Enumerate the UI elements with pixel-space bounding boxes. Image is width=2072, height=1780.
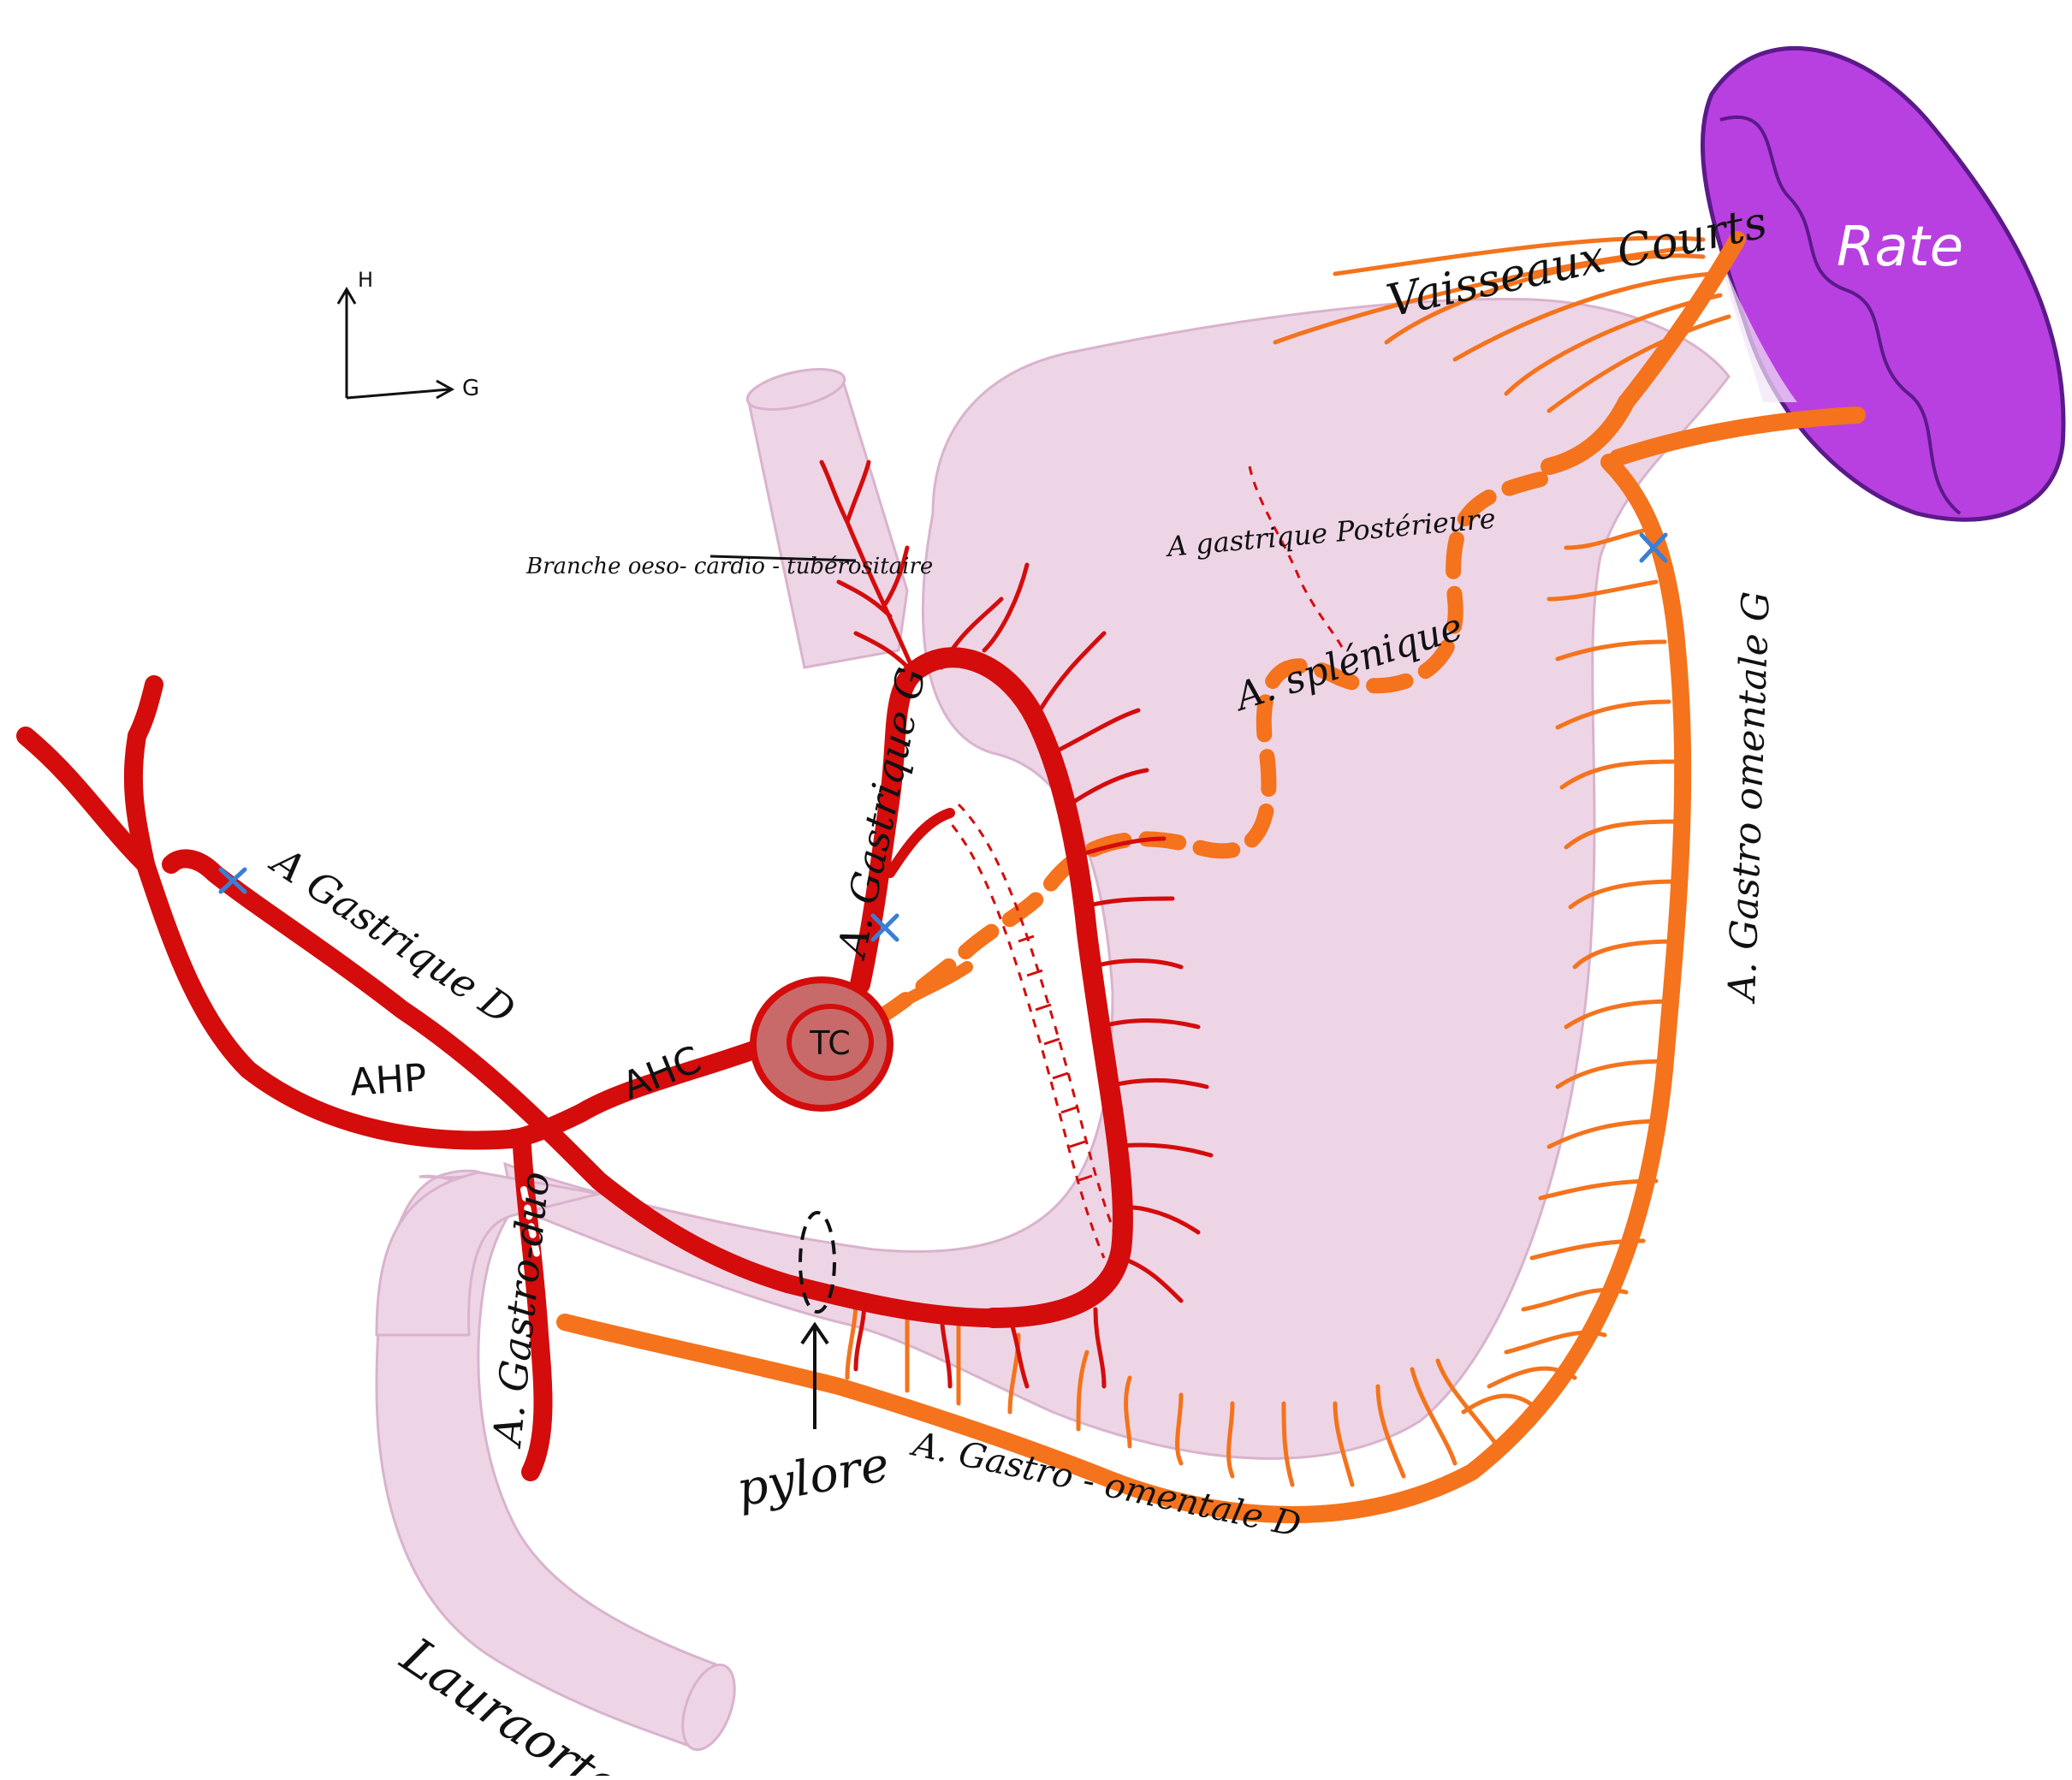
hepatic-branch-right <box>134 736 145 864</box>
axis-right-label: G <box>462 376 479 401</box>
posterior-ticks <box>1018 936 1092 1181</box>
left-gastroomental-label: A. Gastro omentale G <box>1720 590 1778 1005</box>
proper-hepatic-label: AHP <box>348 1056 428 1105</box>
spleen-body <box>1702 48 2063 519</box>
celiac-trunk-label: TC <box>809 1024 851 1062</box>
pylorus-label: pylore <box>733 1437 894 1518</box>
spleen-label: Rate <box>1837 216 1963 279</box>
esophagus <box>749 381 907 668</box>
axis-up-label: H <box>358 268 373 292</box>
left-gastric-label: A. Gastrique G <box>828 663 935 964</box>
esophageal-branch-label: Branche oeso- cardio - tubérositaire <box>525 554 933 579</box>
common-hepatic-label: AHC <box>616 1038 707 1108</box>
digestive-tract <box>377 299 1729 1756</box>
spleen <box>1702 48 2063 519</box>
celiac-trunk: TC <box>753 980 890 1108</box>
orientation-axes <box>338 289 452 398</box>
hepatic-branch-top <box>137 685 154 736</box>
